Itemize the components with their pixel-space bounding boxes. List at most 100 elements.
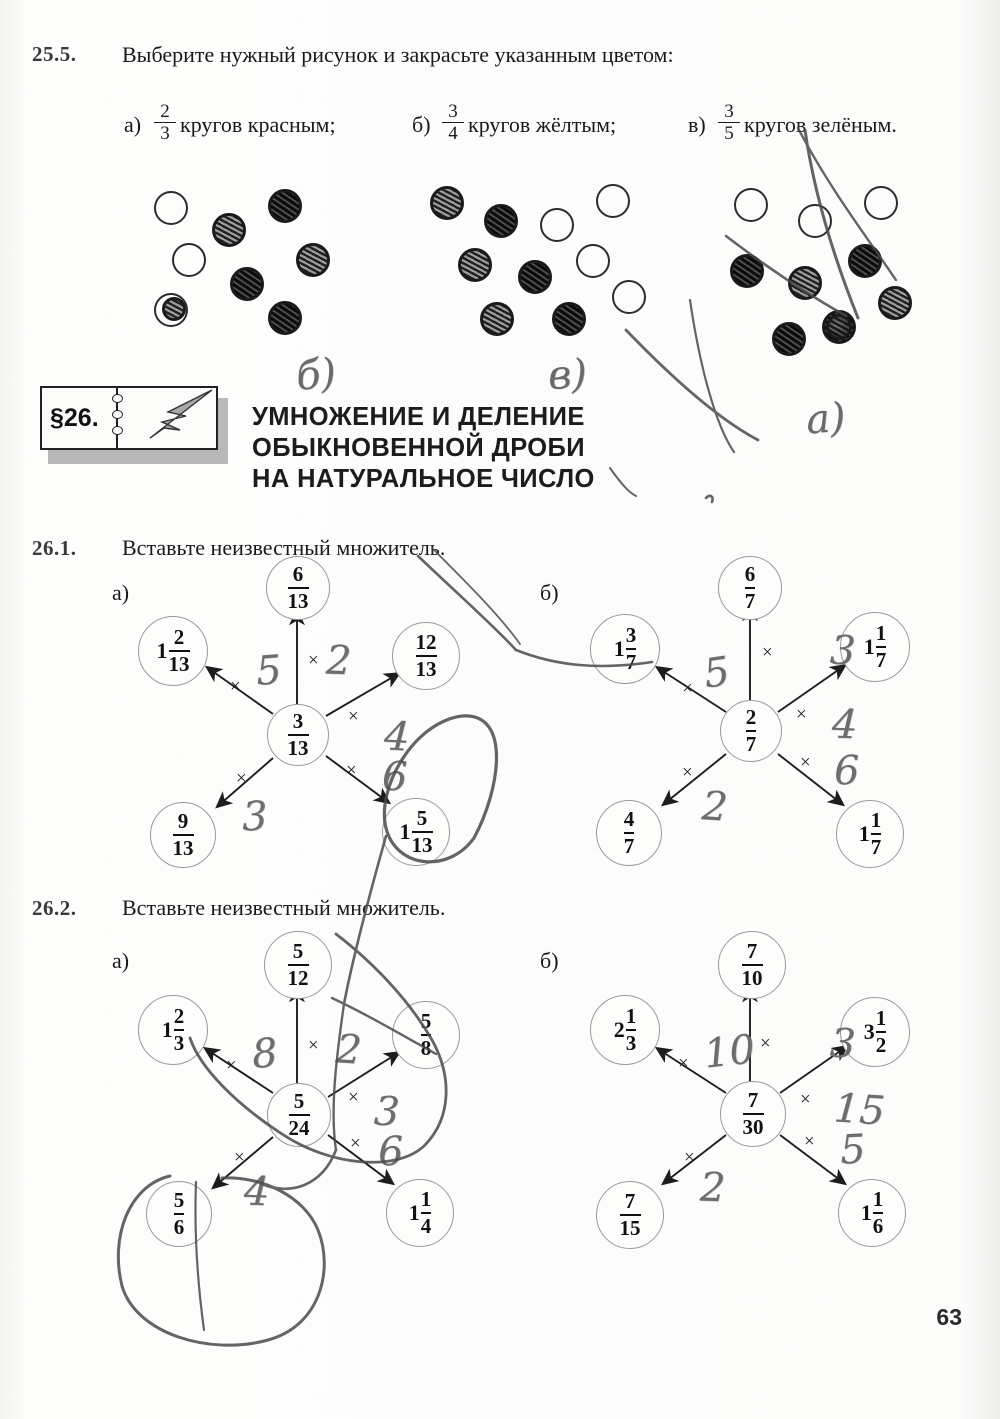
fraction-display: 1 3 7 (613, 624, 637, 673)
fraction-display: 12 13 (415, 631, 437, 680)
circle-group-right[interactable] (726, 182, 926, 356)
operator-up: × (308, 1035, 319, 1056)
item-255-v-denominator: 5 (724, 123, 734, 145)
handwritten-label-group-right: а) (804, 394, 848, 444)
exercise-number-25-5: 25.5. (32, 42, 77, 66)
circle-filled[interactable] (230, 267, 264, 301)
fraction-display: 5 24 (288, 1090, 310, 1139)
exercise-number-26-1: 26.1. (32, 536, 77, 560)
circle-filled[interactable] (552, 302, 586, 336)
node-lower-right[interactable]: 1 5 13 (382, 798, 450, 866)
fraction: 1 4 (420, 1188, 432, 1237)
circle-filled[interactable] (772, 322, 806, 356)
fraction-bar (745, 729, 757, 732)
operator-upper-left: × (226, 1055, 237, 1076)
operator-lower-left: × (682, 762, 693, 783)
section-title-line-1: УМНОЖЕНИЕ И ДЕЛЕНИЕ (252, 403, 585, 431)
circle-filled[interactable] (296, 243, 330, 277)
node-up[interactable]: 6 7 (718, 556, 782, 620)
circle-empty[interactable] (864, 186, 898, 220)
circle-group-middle[interactable] (428, 182, 648, 344)
star-diagram-26-2-b[interactable]: 7 30 7 10 2 1 3 (578, 925, 918, 1249)
arrow-upper-left (202, 1046, 274, 1094)
part-label-26-1-b: б) (540, 580, 559, 605)
node-lower-right[interactable]: 1 1 7 (836, 800, 904, 868)
circle-empty[interactable] (596, 184, 630, 218)
node-upper-left[interactable]: 2 1 3 (590, 995, 660, 1065)
circle-filled[interactable] (730, 254, 764, 288)
fraction-display: 6 13 (287, 563, 309, 612)
circle-empty[interactable] (540, 208, 574, 242)
circle-filled[interactable] (878, 286, 912, 320)
node-upper-right[interactable]: 3 1 2 (840, 997, 910, 1067)
whole-part: 3 (863, 1019, 875, 1044)
section-title-line-3: НА НАТУРАЛЬНОЕ ЧИСЛО (252, 465, 595, 493)
circle-empty[interactable] (154, 191, 188, 225)
circle-empty[interactable] (154, 293, 188, 327)
circle-filled[interactable] (268, 189, 302, 223)
node-lower-right[interactable]: 1 1 4 (386, 1179, 454, 1247)
circle-filled[interactable] (484, 204, 518, 238)
node-up[interactable]: 5 12 (264, 931, 332, 999)
node-upper-right[interactable]: 5 8 (392, 1001, 460, 1069)
node-upper-left[interactable]: 1 3 7 (590, 614, 660, 684)
whole-part: 1 (863, 634, 875, 659)
star-diagram-26-1-b[interactable]: 2 7 6 7 1 3 7 (578, 556, 918, 868)
operator-up: × (308, 650, 319, 671)
circle-filled-small[interactable] (162, 297, 186, 321)
circle-empty[interactable] (576, 244, 610, 278)
circle-filled[interactable] (268, 301, 302, 335)
fraction: 12 13 (415, 631, 437, 680)
fraction-display: 7 10 (741, 940, 763, 989)
whole-part: 1 (613, 636, 625, 661)
fraction-bar (625, 647, 637, 650)
star-diagram-26-1-a[interactable]: 3 13 6 13 1 2 13 (130, 556, 470, 868)
circle-empty[interactable] (172, 243, 206, 277)
circle-empty[interactable] (798, 204, 832, 238)
circle-filled[interactable] (788, 266, 822, 300)
circle-empty[interactable] (612, 280, 646, 314)
fraction-display: 5 8 (420, 1010, 432, 1059)
arrow-upper-left (654, 1046, 727, 1094)
operator-lower-right: × (346, 760, 357, 781)
handwritten-answer-lower-left: 2 (700, 783, 730, 831)
fraction-display: 1 5 13 (400, 807, 433, 856)
node-upper-right[interactable]: 12 13 (392, 622, 460, 690)
circle-filled[interactable] (458, 248, 492, 282)
node-up[interactable]: 6 13 (266, 556, 330, 620)
circle-filled[interactable] (848, 244, 882, 278)
section-box-frame (40, 386, 218, 450)
node-lower-left[interactable]: 7 15 (596, 1181, 664, 1249)
exercise-number-26-2: 26.2. (32, 896, 77, 920)
handwritten-answer-upper-right: 4 (382, 713, 411, 761)
node-upper-left[interactable]: 1 2 13 (138, 616, 208, 686)
circle-empty[interactable] (734, 188, 768, 222)
part-label-26-1-a: а) (112, 580, 130, 605)
fraction: 6 13 (287, 563, 309, 612)
star-diagram-26-2-a[interactable]: 5 24 5 12 1 2 3 (130, 925, 470, 1247)
circle-filled[interactable] (430, 186, 464, 220)
node-upper-right[interactable]: 1 1 7 (840, 612, 910, 682)
node-lower-right[interactable]: 1 1 6 (838, 1179, 906, 1247)
fraction: 2 3 (173, 1005, 185, 1054)
node-center[interactable]: 2 7 (720, 700, 782, 762)
node-lower-left[interactable]: 4 7 (596, 800, 662, 866)
circle-filled[interactable] (480, 302, 514, 336)
node-up[interactable]: 7 10 (718, 931, 786, 999)
node-lower-left[interactable]: 9 13 (150, 802, 216, 868)
section-title-line-2: ОБЫКНОВЕННОЙ ДРОБИ (252, 434, 585, 462)
circle-filled[interactable] (212, 213, 246, 247)
node-center[interactable]: 3 13 (267, 704, 329, 766)
circle-group-left[interactable] (150, 185, 340, 345)
node-center[interactable]: 5 24 (267, 1083, 331, 1147)
numerator: 5 (292, 939, 304, 964)
circle-filled[interactable] (518, 260, 552, 294)
node-lower-left[interactable]: 5 6 (146, 1181, 212, 1247)
fraction-bar (173, 1028, 185, 1031)
fraction-display: 9 13 (172, 810, 194, 859)
node-upper-left[interactable]: 1 2 3 (138, 995, 208, 1065)
circle-filled-small[interactable] (826, 314, 852, 340)
numerator: 4 (623, 807, 635, 832)
numerator: 7 (747, 1088, 759, 1113)
node-center[interactable]: 7 30 (720, 1081, 786, 1147)
